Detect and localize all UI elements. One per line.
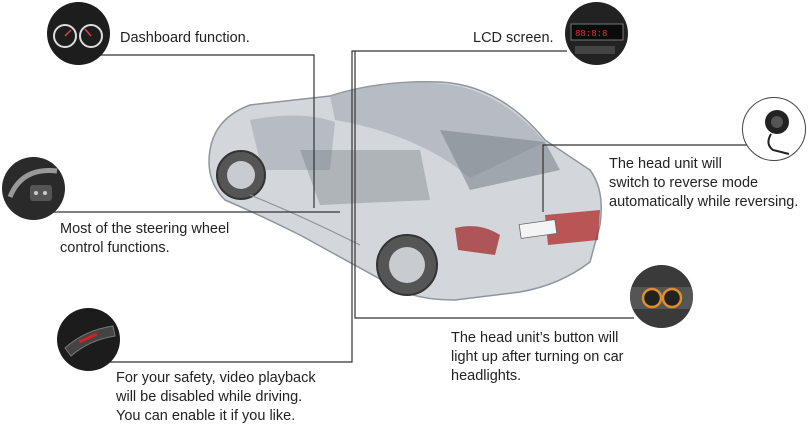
dashboard-connector [100, 54, 315, 208]
handbrake-icon [57, 308, 120, 371]
handbrake-label-line3: You can enable it if you like. [116, 408, 296, 424]
handbrake-label-line2: will be disabled while driving. [116, 389, 303, 405]
svg-text:88:8:8: 88:8:8 [575, 29, 607, 39]
steering-label-line1: Most of the steering wheel [60, 221, 230, 237]
reverse-label-line1: The head unit will [609, 156, 722, 172]
lcd-display-icon: 88:8:8 [565, 2, 628, 65]
lcd-label: LCD screen. [473, 30, 554, 46]
headlight-icon [630, 265, 693, 328]
reverse-label-line3: automatically while reversing. [609, 194, 799, 210]
rear-camera-icon [742, 97, 806, 161]
headlights-label-line2: light up after turning on car [451, 349, 624, 365]
headlights-connector [354, 51, 634, 319]
lcd-connector [108, 50, 567, 363]
reverse-label: The head unit will switch to reverse mod… [609, 155, 798, 212]
headlights-label: The head unit’s button will light up aft… [451, 329, 624, 386]
steering-label-line2: control functions. [60, 240, 170, 256]
steering-label: Most of the steering wheel control funct… [60, 220, 229, 258]
handbrake-label-line1: For your safety, video playback [116, 370, 316, 386]
connector-lines [40, 50, 755, 363]
dashboard-label: Dashboard function. [120, 30, 250, 46]
headlights-label-line3: headlights. [451, 368, 522, 384]
headlights-label-line1: The head unit’s button will [451, 330, 619, 346]
dashboard-gauge-icon [47, 2, 110, 65]
car-illustration [208, 81, 602, 301]
reverse-connector [542, 144, 755, 212]
steering-wheel-buttons-icon [2, 157, 65, 220]
reverse-label-line2: switch to reverse mode [609, 175, 759, 191]
handbrake-label: For your safety, video playback will be … [116, 369, 316, 426]
